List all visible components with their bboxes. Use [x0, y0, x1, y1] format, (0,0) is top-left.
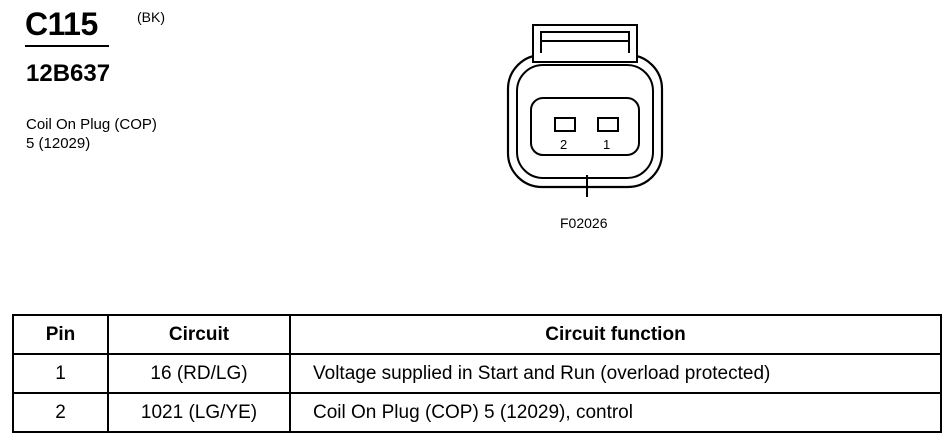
connector-id: C115	[25, 6, 98, 42]
header-circuit: Circuit	[107, 314, 291, 355]
component-name-line1: Coil On Plug (COP)	[26, 116, 157, 133]
cell-circuit: 1021 (LG/YE)	[107, 392, 291, 433]
connector-latch-inner	[540, 31, 630, 61]
connector-latch	[532, 24, 638, 61]
pin-1-terminal	[597, 117, 619, 132]
pinout-table: Pin Circuit Circuit function 1 16 (RD/LG…	[12, 314, 942, 433]
cell-pin: 2	[12, 392, 109, 433]
part-number: 12B637	[26, 60, 111, 87]
header-pin: Pin	[12, 314, 109, 355]
pin-1-label: 1	[603, 137, 610, 152]
pin-2-label: 2	[560, 137, 567, 152]
component-name-line2: 5 (12029)	[26, 135, 91, 152]
pin-2-terminal	[554, 117, 576, 132]
connector-face-diagram: 2 1	[506, 24, 664, 197]
connector-color-code: (BK)	[137, 9, 165, 25]
cell-circuit-function: Voltage supplied in Start and Run (overl…	[289, 353, 942, 394]
cell-circuit: 16 (RD/LG)	[107, 353, 291, 394]
table-row: 2 1021 (LG/YE) Coil On Plug (COP) 5 (120…	[12, 392, 942, 433]
component-name: Coil On Plug (COP) 5 (12029)	[26, 115, 157, 153]
connector-housing-inner	[516, 64, 654, 179]
cell-pin: 1	[12, 353, 109, 394]
header-circuit-function: Circuit function	[289, 314, 942, 355]
table-row: 1 16 (RD/LG) Voltage supplied in Start a…	[12, 353, 942, 394]
terminal-cavity	[530, 97, 640, 156]
title-underline	[25, 45, 109, 47]
table-header-row: Pin Circuit Circuit function	[12, 314, 942, 355]
figure-id: F02026	[560, 215, 608, 231]
cell-circuit-function: Coil On Plug (COP) 5 (12029), control	[289, 392, 942, 433]
